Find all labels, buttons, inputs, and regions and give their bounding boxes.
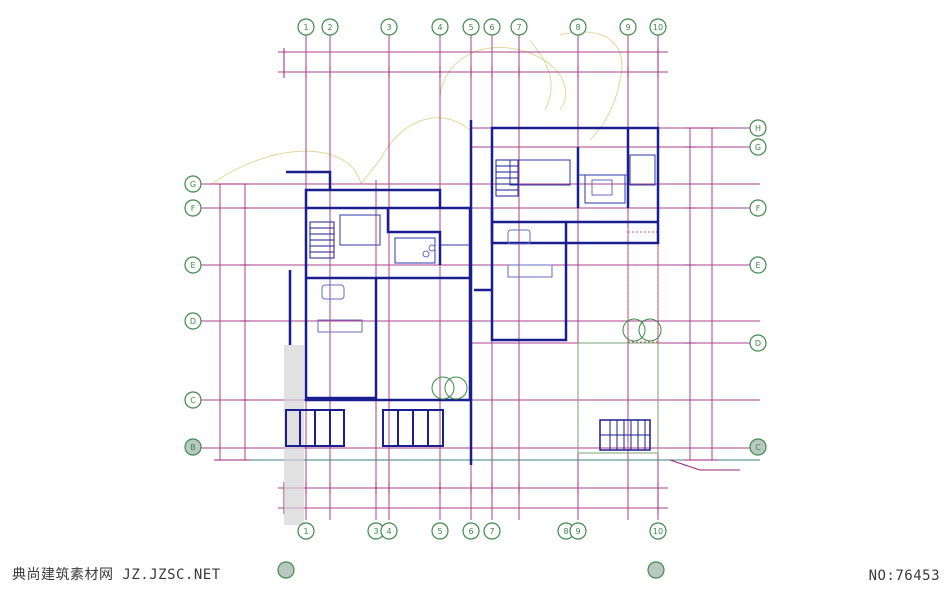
dimension-marker <box>669 459 740 471</box>
glass-doors <box>285 409 444 447</box>
top-axis-label-9: 10 <box>653 23 663 32</box>
top-axis-label-8: 9 <box>625 23 630 32</box>
left-axis-labels: G F E D C B <box>190 180 196 452</box>
right-axis-label-3: E <box>755 261 760 270</box>
bottom-axis-label-4: 6 <box>468 527 473 536</box>
top-axis-label-0: 1 <box>303 23 308 32</box>
left-axis-label-0: G <box>190 180 196 189</box>
top-axis-bubbles <box>297 18 667 36</box>
bottom-axis-label-2: 4 <box>386 527 391 536</box>
bottom-axis-label-5: 7 <box>489 527 494 536</box>
right-axis-label-5: C <box>755 443 761 452</box>
top-axis-label-4: 5 <box>468 23 473 32</box>
walls <box>286 120 660 465</box>
top-axis-label-7: 8 <box>575 23 580 32</box>
furniture <box>317 179 613 333</box>
terrace-hatch <box>284 231 659 525</box>
bottom-axis-label-3: 5 <box>437 527 442 536</box>
right-axis-bubbles <box>749 119 767 456</box>
left-axis-label-3: D <box>190 317 196 326</box>
top-axis-label-1: 2 <box>327 23 332 32</box>
bottom-axis-label-8: 10 <box>653 527 663 536</box>
left-axis-bubbles <box>184 175 202 456</box>
right-axis-label-2: F <box>756 204 761 213</box>
right-axis-label-1: G <box>755 143 761 152</box>
top-axis-label-6: 7 <box>516 23 521 32</box>
bottom-axis-label-7: 9 <box>575 527 580 536</box>
site-contours <box>209 31 623 186</box>
top-axis-labels: 1 2 3 4 5 6 7 8 9 10 <box>303 23 663 32</box>
watermark-image-number: NO:76453 <box>868 568 940 584</box>
stairs <box>309 159 651 451</box>
left-axis-label-5: B <box>190 443 196 452</box>
right-axis-labels: H G F E D C <box>755 124 761 452</box>
bottom-axis-label-1: 3 <box>373 527 378 536</box>
tree-symbols <box>431 318 662 400</box>
bottom-axis-label-6: 8 <box>563 527 568 536</box>
left-axis-label-4: C <box>190 396 196 405</box>
bottom-axis-bubbles <box>277 522 667 579</box>
top-axis-label-3: 4 <box>437 23 442 32</box>
top-axis-label-2: 3 <box>386 23 391 32</box>
right-axis-label-0: H <box>755 124 761 133</box>
left-axis-label-2: E <box>190 261 195 270</box>
bottom-axis-label-0: 1 <box>303 527 308 536</box>
top-axis-label-5: 6 <box>489 23 494 32</box>
right-axis-label-4: D <box>755 339 761 348</box>
watermark-site-name: 典尚建筑素材网 JZ.JZSC.NET <box>12 567 221 583</box>
left-axis-label-1: F <box>191 204 196 213</box>
